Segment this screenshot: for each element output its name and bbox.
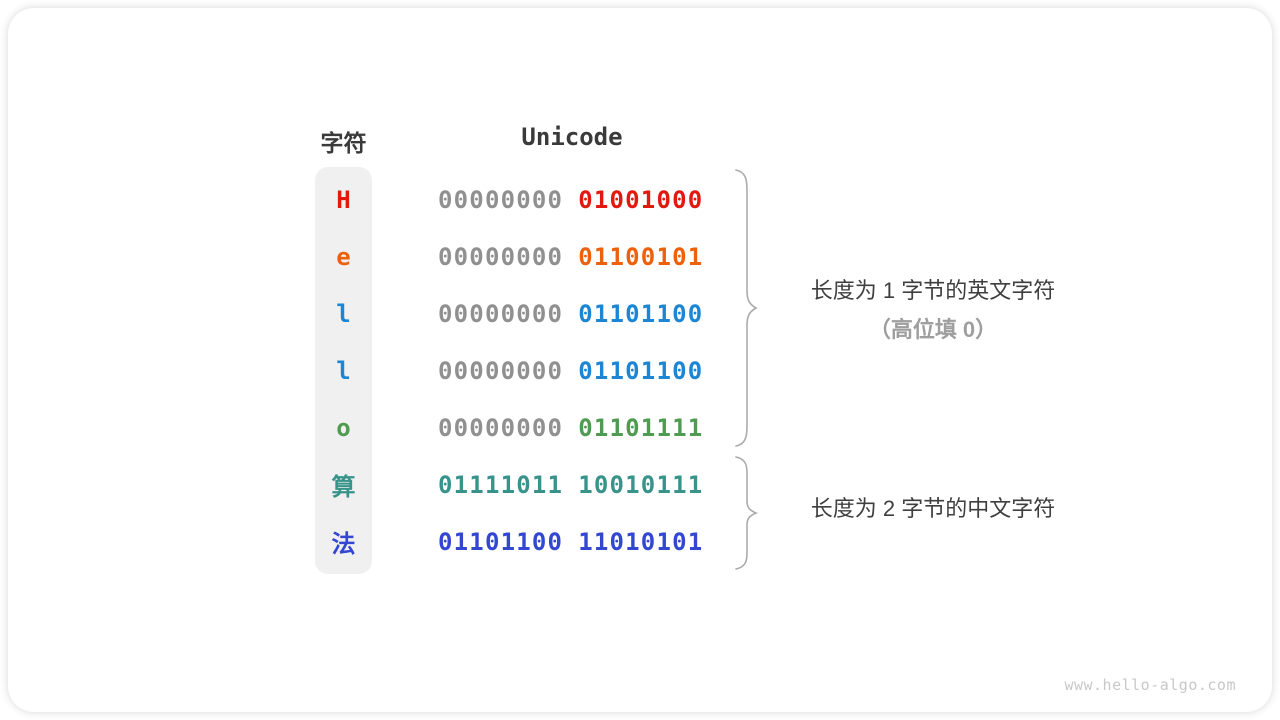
brace-chinese-group [735, 456, 759, 570]
unicode-bits-cell: 00000000 01001000 [438, 186, 703, 214]
unicode-bits-cell: 00000000 01101100 [438, 300, 703, 328]
annotation-chinese-line1: 长度为 2 字节的中文字符 [810, 496, 1056, 521]
encoding-table: H 00000000 01001000 e 00000000 01100101 l … [315, 171, 703, 570]
low-byte-bits: 11010101 [578, 527, 704, 556]
unicode-bits-cell: 00000000 01101100 [438, 357, 703, 385]
high-byte-bits: 01101100 [438, 527, 564, 556]
annotation-english-line1: 长度为 1 字节的英文字符 [810, 278, 1056, 303]
character-cell: e [336, 242, 351, 271]
brace-english-group [735, 169, 758, 447]
unicode-bits-cell: 00000000 01101111 [438, 414, 703, 442]
character-cell: o [336, 413, 351, 442]
annotation-english-chars: 长度为 1 字节的英文字符 （高位填 0） [770, 271, 1096, 349]
low-byte-bits: 01001000 [578, 185, 704, 214]
column-header-char: 字符 [320, 130, 367, 156]
character-cell: 算 [331, 473, 356, 501]
character-cell: l [336, 356, 351, 385]
low-byte-bits: 10010111 [578, 470, 704, 499]
character-cell: l [336, 299, 351, 328]
unicode-bits-cell: 01101100 11010101 [438, 528, 703, 556]
table-row: 法 01101100 11010101 [315, 513, 703, 570]
low-byte-bits: 01101111 [578, 413, 704, 442]
char-column-background [315, 167, 372, 574]
high-byte-bits: 00000000 [438, 185, 564, 214]
table-row: 算 01111011 10010111 [315, 456, 703, 513]
annotation-chinese-chars: 长度为 2 字节的中文字符 [770, 489, 1096, 528]
high-byte-bits: 00000000 [438, 242, 564, 271]
low-byte-bits: 01101100 [578, 356, 704, 385]
high-byte-bits: 00000000 [438, 413, 564, 442]
unicode-bits-cell: 01111011 10010111 [438, 471, 703, 499]
unicode-bits-cell: 00000000 01100101 [438, 243, 703, 271]
high-byte-bits: 00000000 [438, 356, 564, 385]
character-cell: 法 [331, 530, 356, 558]
table-row: e 00000000 01100101 [315, 228, 703, 285]
figure-card: 字符 Unicode H 00000000 01001000 e 00000000… [8, 8, 1272, 712]
watermark: www.hello-algo.com [1064, 676, 1236, 694]
table-row: H 00000000 01001000 [315, 171, 703, 228]
high-byte-bits: 00000000 [438, 299, 564, 328]
character-cell: H [336, 185, 351, 214]
high-byte-bits: 01111011 [438, 470, 564, 499]
table-row: o 00000000 01101111 [315, 399, 703, 456]
low-byte-bits: 01101100 [578, 299, 704, 328]
table-row: l 00000000 01101100 [315, 285, 703, 342]
annotation-english-line2: （高位填 0） [868, 317, 998, 342]
low-byte-bits: 01100101 [578, 242, 704, 271]
table-row: l 00000000 01101100 [315, 342, 703, 399]
column-header-unicode: Unicode [521, 123, 623, 151]
